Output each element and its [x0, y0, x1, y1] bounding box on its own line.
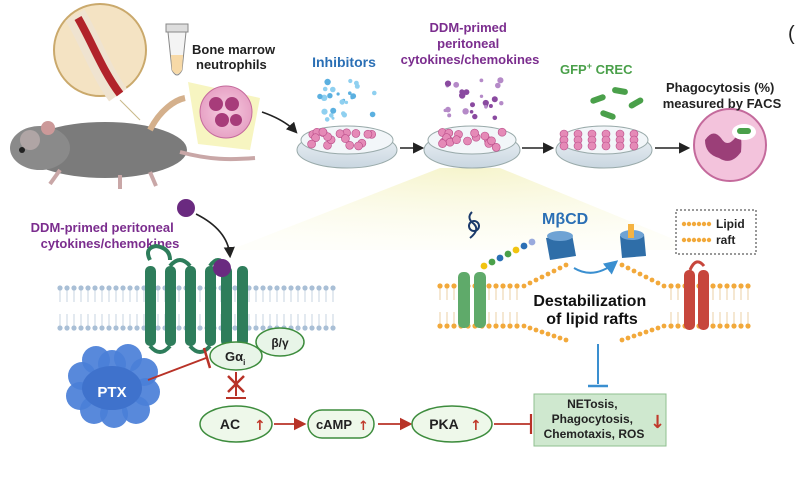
- bound-ligand: [213, 259, 231, 277]
- bone-marrow-label: Bone marrow neutrophils: [192, 42, 279, 72]
- down-arrow-icon: ↓: [650, 412, 665, 433]
- arrow-cholesterol-extraction: [573, 260, 619, 275]
- g-beta-gamma-subunit: β/γ: [255, 327, 305, 357]
- cyclodextrin-cholesterol-icon: [620, 224, 646, 258]
- gfp-crec-label: GFP+ CREC: [560, 61, 633, 77]
- svg-text:Gαi: Gαi: [225, 349, 245, 367]
- up-arrow-icon: ↑: [358, 419, 369, 434]
- bone-magnifier: [53, 3, 147, 121]
- svg-text:PKA: PKA: [429, 416, 459, 432]
- cytokine-ligand: [177, 199, 195, 217]
- highlight-cone: [230, 168, 700, 250]
- ddm-primed-top-label: DDM-primed peritoneal cytokines/chemokin…: [401, 20, 540, 67]
- corner-glyph: (: [788, 23, 795, 45]
- gpcr-receptor: [145, 243, 248, 354]
- outcomes-box: NETosis, Phagocytosis, Chemotaxis, ROS ↓: [533, 393, 667, 447]
- svg-text:PTX: PTX: [97, 384, 126, 401]
- bacteria-particles: [559, 87, 644, 151]
- ptx-toxin-icon: PTX: [66, 344, 160, 428]
- cell-membrane-left: [57, 285, 336, 331]
- inhibitors-label: Inhibitors: [312, 54, 376, 70]
- ddm-primed-bottom-label: DDM-primed peritoneal cytokines/chemokin…: [31, 220, 180, 251]
- cyclodextrin-icon: [546, 231, 576, 260]
- svg-text:β/γ: β/γ: [271, 336, 289, 350]
- svg-text:AC: AC: [220, 416, 240, 432]
- destabilization-label: Destabilization of lipid rafts: [533, 293, 650, 328]
- g-alpha-i-subunit: Gαi: [209, 341, 263, 371]
- svg-text:raft: raft: [716, 233, 735, 247]
- arrow-ligand-to-receptor: [195, 213, 235, 259]
- mbcd-label: MβCD: [542, 211, 588, 228]
- phagocytosing-cell-icon: [693, 108, 767, 182]
- svg-text:cAMP: cAMP: [316, 417, 352, 432]
- ptx-inhibition-bar: [202, 347, 212, 369]
- transmembrane-protein-red: [684, 260, 709, 330]
- svg-text:NETosis, Phagocytosis,: NETosis, Phagocytosis, Chemotaxis, ROS: [544, 397, 645, 441]
- arrow-mouse-to-dish: [261, 111, 298, 134]
- neutrophil-cell-icon: [188, 82, 260, 150]
- camp-node: cAMP ↑: [307, 409, 375, 439]
- cytokine-particles: [438, 77, 507, 152]
- ptx-inhibition-line: [147, 357, 207, 381]
- svg-text:Lipid: Lipid: [716, 217, 745, 231]
- inhibitor-particles: [307, 78, 377, 151]
- ac-node: AC ↑: [199, 405, 273, 443]
- transmembrane-protein-green: [458, 272, 486, 328]
- glycoprotein-icon: [468, 211, 536, 270]
- phagocytosis-label: Phagocytosis (%) measured by FACS: [663, 80, 782, 111]
- blocked-x-icon: [227, 375, 245, 393]
- lipid-raft-legend: Lipid raft: [675, 209, 757, 255]
- pka-node: PKA ↑: [411, 405, 493, 443]
- up-arrow-icon: ↑: [254, 418, 266, 434]
- tube-icon: [165, 23, 189, 76]
- up-arrow-icon: ↑: [470, 418, 482, 434]
- mouse-illustration: [10, 95, 256, 189]
